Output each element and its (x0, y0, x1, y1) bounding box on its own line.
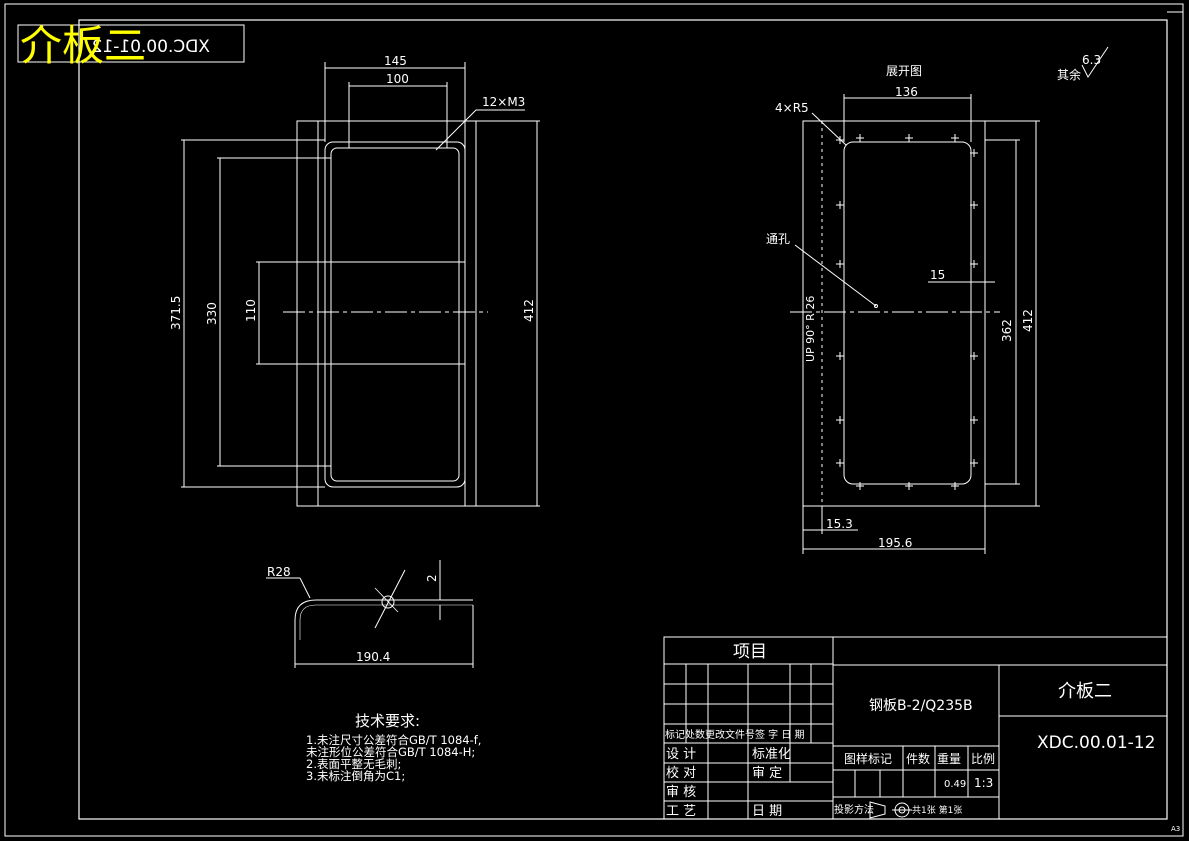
dim-371-5: 371.5 (169, 296, 183, 330)
roughness-label: 其余 (1057, 67, 1081, 82)
header: XDC.00.01-12 介板二 (20, 21, 210, 70)
dim-15-3: 15.3 (826, 517, 853, 531)
scale-value: 1:3 (974, 776, 993, 790)
drawing-no: XDC.00.01-12 (1037, 733, 1155, 753)
paper-size: A3 (1171, 825, 1180, 833)
section-length: 190.4 (356, 650, 390, 664)
flat-view-labels: 展开图 136 4×R5 通孔 15 UP 90° R 26 362 412 1… (766, 64, 1035, 550)
project-label: 项目 (733, 642, 767, 662)
col-count: 件数 (906, 751, 930, 766)
dim-330: 330 (205, 302, 219, 325)
part-name: 介板二 (1058, 681, 1112, 702)
title-block (663, 636, 1168, 820)
dim-110: 110 (244, 299, 258, 322)
roughness-value: 6.3 (1082, 53, 1101, 67)
change-header: 标记处数更改文件号签 字 日 期 (665, 728, 805, 741)
weight-value: 0.49 (944, 779, 966, 790)
approval-date: 日 期 (752, 804, 782, 819)
approval-standard: 标准化 (752, 747, 791, 762)
row-design: 设 计 (666, 747, 696, 762)
fold-note: UP 90° R 26 (804, 296, 817, 362)
sheet-info: 共1张 第1张 (912, 804, 962, 816)
thread-callout: 12×M3 (482, 95, 525, 109)
dim-412-flat: 412 (1021, 309, 1035, 332)
projection-symbol-icon (869, 801, 912, 819)
section-thickness: 2 (425, 574, 439, 582)
col-weight: 重量 (937, 752, 961, 766)
dim-15: 15 (930, 268, 945, 282)
projection-label: 投影方法 (834, 803, 874, 816)
title-overlay: 介板二 (20, 21, 146, 70)
dim-136: 136 (895, 85, 918, 99)
flat-view-title: 展开图 (886, 64, 922, 78)
flat-view (790, 94, 1040, 554)
roughness-symbol: 6.3 其余 (1057, 46, 1109, 82)
row-review: 审 核 (666, 785, 696, 800)
col-pattern-mark: 图样标记 (844, 751, 892, 766)
dim-100: 100 (386, 72, 409, 86)
drawing-no-mirrored: XDC.00.01-12 (92, 37, 210, 57)
section-view-labels: R28 2 190.4 (267, 565, 439, 664)
title-block-text: 项目 钢板B-2/Q235B 介板二 XDC.00.01-12 标记处数更改文件… (665, 642, 1180, 833)
hole-note: 通孔 (766, 232, 790, 246)
corner-callout: 4×R5 (775, 101, 809, 115)
front-view (181, 62, 540, 507)
col-scale: 比例 (971, 752, 995, 766)
drawing-frame (4, 3, 1184, 837)
hole-marks (836, 134, 978, 490)
row-process: 工 艺 (666, 804, 696, 819)
tech-notes-line-3: 2.表面平整无毛刺; (306, 757, 401, 771)
tech-notes: 技术要求: 1.未注尺寸公差符合GB/T 1084-f, 未注形位公差符合GB/… (306, 712, 481, 783)
section-view (266, 560, 474, 668)
dim-145: 145 (384, 54, 407, 68)
section-radius: R28 (267, 565, 291, 579)
material: 钢板B-2/Q235B (869, 698, 973, 714)
tech-notes-line-2: 未注形位公差符合GB/T 1084-H; (306, 745, 475, 759)
tech-notes-line-1: 1.未注尺寸公差符合GB/T 1084-f, (306, 733, 481, 747)
tech-notes-heading: 技术要求: (355, 712, 420, 730)
dim-362: 362 (1000, 319, 1014, 342)
approval-final: 审 定 (752, 766, 782, 781)
tech-notes-line-4: 3.未标注倒角为C1; (306, 769, 405, 783)
front-view-dims: 145 100 12×M3 371.5 330 110 412 (169, 54, 536, 330)
dim-412-front: 412 (522, 299, 536, 322)
dim-195-6: 195.6 (878, 536, 912, 550)
row-check: 校 对 (666, 765, 696, 781)
